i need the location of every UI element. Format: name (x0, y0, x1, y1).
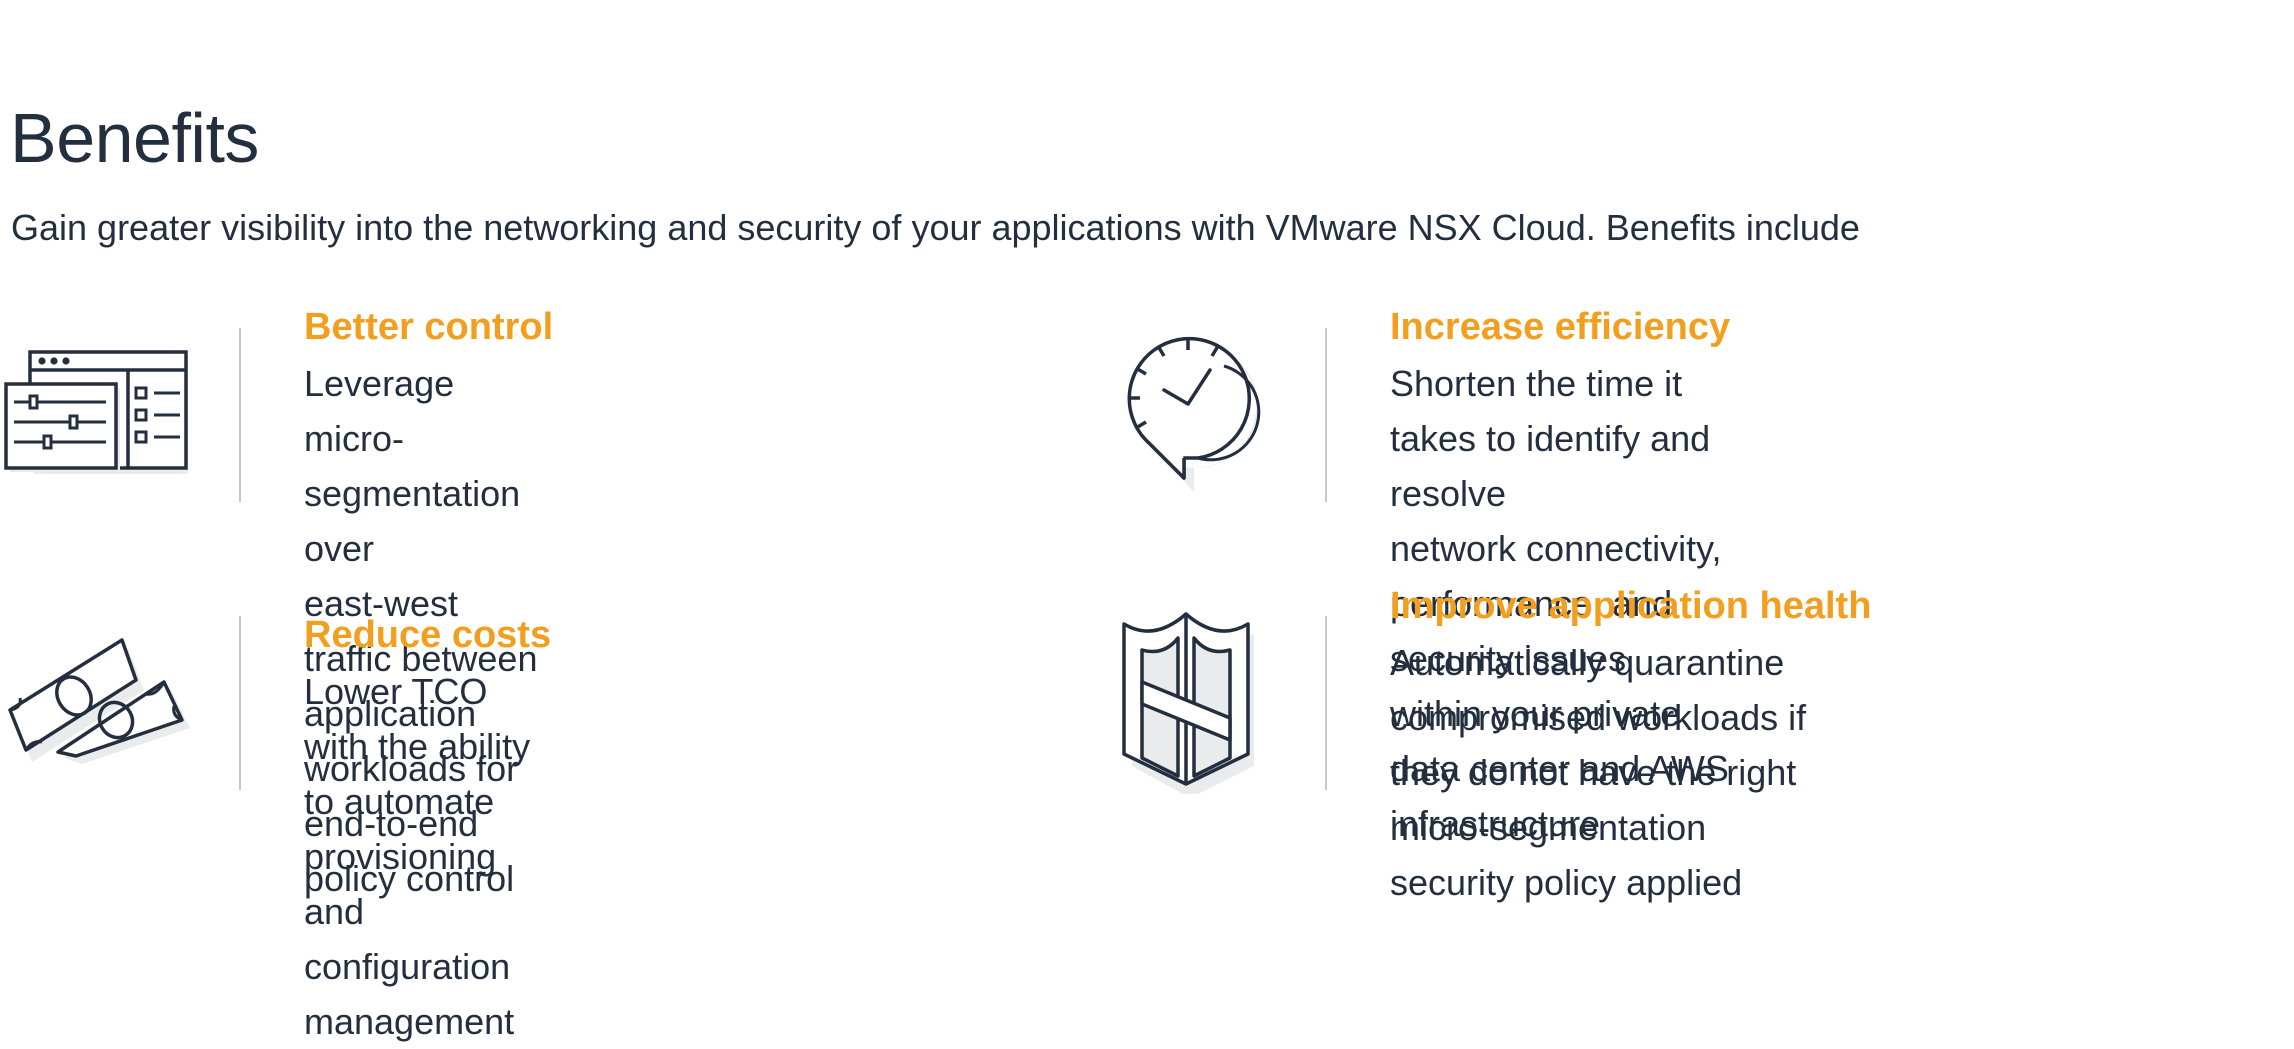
benefit-divider (1325, 328, 1327, 502)
benefit-title: Improve application health (1390, 585, 1872, 627)
benefit-title: Better control (304, 306, 554, 348)
benefit-description: Shorten the time it takes to identify an… (1390, 363, 1729, 844)
benefit-title: Increase efficiency (1390, 306, 1731, 348)
shield-icon (1120, 612, 1260, 794)
intro-text: Gain greater visibility into the network… (11, 207, 1860, 248)
benefit-divider (1325, 616, 1327, 790)
clock-icon (1112, 326, 1262, 498)
page-title: Benefits (10, 99, 259, 177)
benefit-description: Lower TCO with the ability to automate p… (304, 671, 531, 1042)
money-icon (4, 636, 190, 764)
control-panel-icon (2, 348, 192, 480)
benefit-description: Leverage micro-segmentation over east-we… (304, 363, 538, 899)
benefit-divider (239, 616, 241, 790)
benefit-title: Reduce costs (304, 614, 552, 656)
benefit-description: Automatically quarantine compromised wor… (1390, 642, 1807, 903)
benefit-divider (239, 328, 241, 502)
